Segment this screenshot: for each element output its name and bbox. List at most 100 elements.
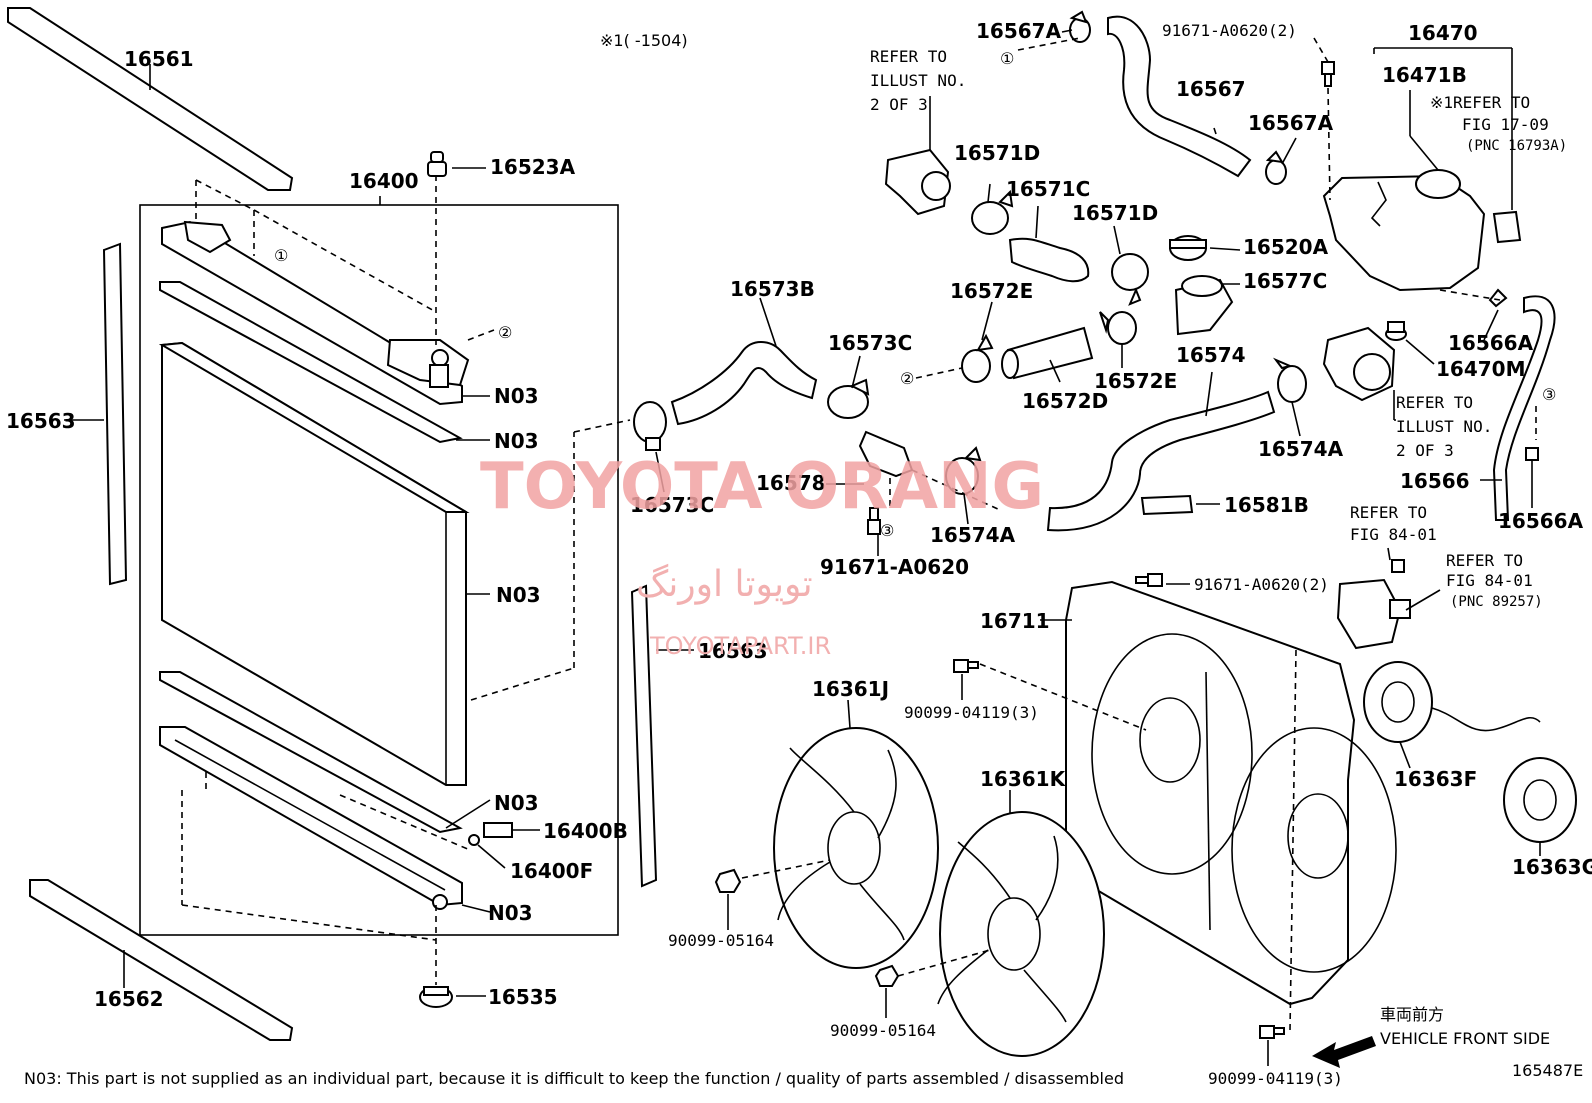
- bolt-fig84: [1391, 559, 1405, 573]
- radiator-lower-gasket: [159, 671, 463, 834]
- footnote: N03: This part is not supplied as an ind…: [24, 1069, 1124, 1088]
- label-16567A-right: 16567A: [1248, 111, 1334, 135]
- svg-text:REFER TO: REFER TO: [870, 47, 947, 66]
- label-16400B: 16400B: [543, 819, 628, 843]
- svg-text:REFER TO: REFER TO: [1396, 393, 1473, 412]
- label-16523A: 16523A: [490, 155, 576, 179]
- label-16563-mid: 16563: [698, 639, 768, 663]
- label-16573C-bottom: 16573C: [630, 493, 714, 517]
- label-16566: 16566: [1400, 469, 1470, 493]
- bolt-90099-04119-top: [953, 659, 979, 673]
- svg-text:(PNC 89257): (PNC 89257): [1450, 594, 1543, 610]
- label-16573C-top: 16573C: [828, 331, 912, 355]
- label-16571D-top: 16571D: [954, 141, 1040, 165]
- callout-1-right: ①: [1000, 49, 1014, 68]
- label-16572E-top: 16572E: [950, 279, 1033, 303]
- label-16571D-right: 16571D: [1072, 201, 1158, 225]
- hose-16566: [1492, 295, 1556, 521]
- svg-text:2 OF 3: 2 OF 3: [1396, 441, 1454, 460]
- label-91671-fan: 91671-A0620(2): [1194, 575, 1329, 594]
- svg-text:※1REFER TO: ※1REFER TO: [1430, 93, 1530, 112]
- clamp-16574A-left: [945, 446, 982, 495]
- label-90099-04119-top: 90099-04119(3): [904, 703, 1039, 722]
- label-n03-1: N03: [494, 384, 539, 408]
- clamp-16574A-right: [1272, 357, 1307, 403]
- label-16561: 16561: [124, 47, 194, 71]
- label-16363G: 16363G: [1512, 855, 1592, 879]
- clamp-16566A-top: [1488, 288, 1508, 308]
- pipe-16577C: [1174, 275, 1234, 336]
- label-16711: 16711: [980, 609, 1050, 633]
- refer-illust-note-2: REFER TO ILLUST NO. 2 OF 3: [1396, 393, 1492, 460]
- watermark-persian: تویوتا اورنگ: [636, 563, 813, 605]
- svg-text:REFER TO: REFER TO: [1350, 503, 1427, 522]
- bolt-91671-mid: [867, 507, 881, 535]
- label-n03-5: N03: [488, 901, 533, 925]
- label-16581B: 16581B: [1224, 493, 1309, 517]
- fan-shroud-16711: [1065, 580, 1397, 1006]
- radiator-upper-tank: [161, 220, 470, 406]
- cap-16520A: [1169, 235, 1207, 261]
- label-16567A-top: 16567A: [976, 19, 1062, 43]
- label-16572E-bottom: 16572E: [1094, 369, 1177, 393]
- svg-text:REFER TO: REFER TO: [1446, 551, 1523, 570]
- label-90099-04119-bottom: 90099-04119(3): [1208, 1069, 1343, 1088]
- bolt-90099-04119-bottom: [1259, 1025, 1285, 1039]
- clamp-16571D-right: [1111, 253, 1149, 306]
- label-n03-3: N03: [496, 583, 541, 607]
- seal-middle: [630, 584, 658, 888]
- label-16574: 16574: [1176, 343, 1246, 367]
- label-16578: 16578: [756, 471, 826, 495]
- fan-motor-16363F: [1363, 661, 1541, 743]
- vehicle-front-jp: 車両前方: [1380, 1005, 1444, 1024]
- vehicle-front-arrow: [1312, 1036, 1376, 1068]
- svg-text:FIG 84-01: FIG 84-01: [1446, 571, 1533, 590]
- label-16577C: 16577C: [1243, 269, 1327, 293]
- hose-16572D: [1001, 326, 1094, 380]
- radiator-upper-gasket: [159, 281, 463, 444]
- radiator-core: [158, 341, 470, 786]
- drain-cock-plug: [468, 822, 513, 846]
- water-outlet-housing: [884, 148, 951, 216]
- clamp-16572E-top: [961, 333, 994, 383]
- label-16520A: 16520A: [1243, 235, 1329, 259]
- label-16567: 16567: [1176, 77, 1246, 101]
- pipe-16578: [858, 430, 914, 478]
- clamp-16572E-bottom: [1099, 311, 1137, 345]
- label-16571C: 16571C: [1006, 177, 1090, 201]
- callout-1-left: ①: [274, 246, 288, 265]
- watermark-site: TOYOTAPART.IR: [649, 632, 831, 660]
- svg-text:FIG 84-01: FIG 84-01: [1350, 525, 1437, 544]
- clamp-16573C-top: [827, 378, 870, 419]
- upper-cushion: [427, 151, 447, 177]
- label-16572D: 16572D: [1022, 389, 1108, 413]
- label-16361J: 16361J: [812, 677, 889, 701]
- label-16563-left: 16563: [6, 409, 76, 433]
- svg-text:2 OF 3: 2 OF 3: [870, 95, 928, 114]
- svg-text:ILLUST NO.: ILLUST NO.: [1396, 417, 1492, 436]
- label-16566A-top: 16566A: [1448, 331, 1534, 355]
- radiator-support-lower: [29, 879, 294, 1041]
- label-16471B: 16471B: [1382, 63, 1467, 87]
- label-91671-top: 91671-A0620(2): [1162, 21, 1297, 40]
- clamp-16581B: [1140, 494, 1194, 516]
- seal-left: [102, 242, 128, 586]
- svg-text:FIG 17-09: FIG 17-09: [1462, 115, 1549, 134]
- label-plate: [1492, 210, 1522, 244]
- watermark-brand: TOYOTA ORANG: [480, 450, 1044, 524]
- hose-16571C: [1008, 237, 1090, 283]
- nut-90099-05164-left: [714, 868, 742, 893]
- fan-16361J: [773, 727, 939, 969]
- radiator-lower-tank: [159, 726, 463, 910]
- label-16562: 16562: [94, 987, 164, 1011]
- label-16400: 16400: [349, 169, 419, 193]
- label-16400F: 16400F: [510, 859, 593, 883]
- callout-3-left: ③: [880, 521, 894, 540]
- bolt-91671-top: [1321, 61, 1335, 87]
- vehicle-front-en: VEHICLE FRONT SIDE: [1380, 1029, 1550, 1048]
- radiator-assembly-frame: [139, 204, 619, 936]
- callout-2-right: ②: [900, 369, 914, 388]
- label-16574A-right: 16574A: [1258, 437, 1344, 461]
- label-16573B: 16573B: [730, 277, 815, 301]
